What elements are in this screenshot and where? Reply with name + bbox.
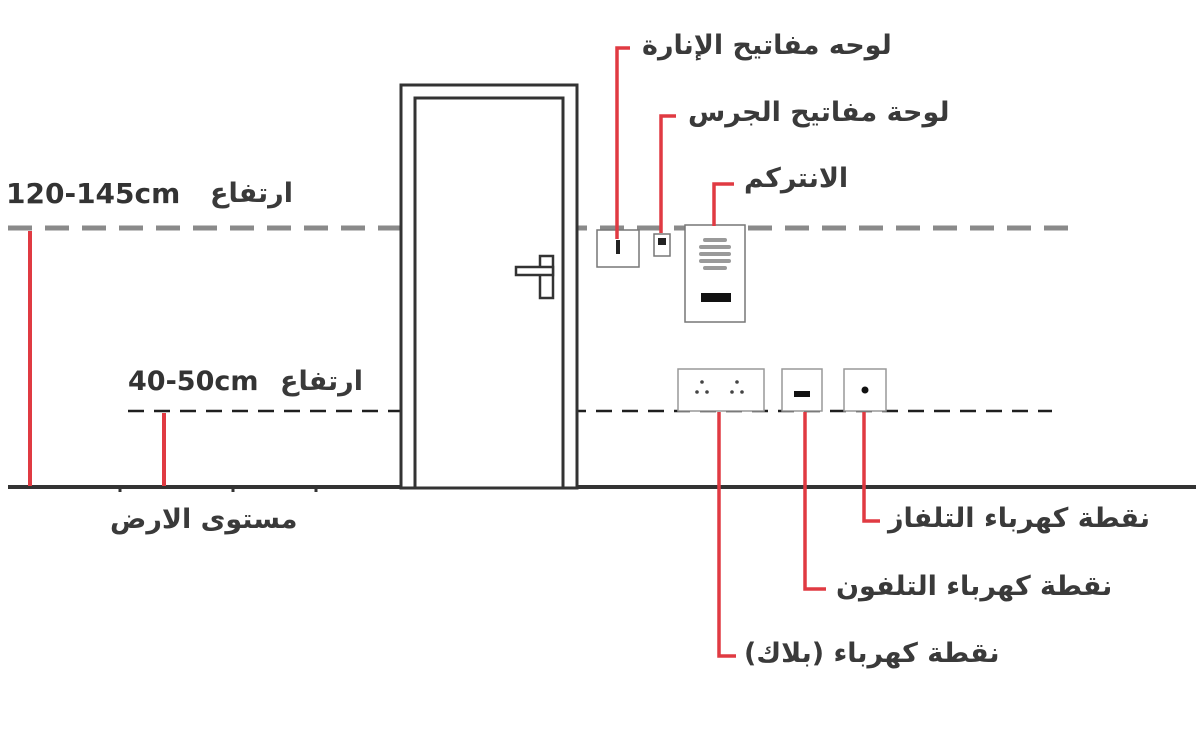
ground-level-label: مستوى الارض [110, 504, 298, 535]
door [399, 83, 579, 490]
door-handle-lever [514, 265, 555, 277]
leader-phone-outlet [803, 412, 826, 591]
phone-outlet-label: نقطة كهرباء التلفون [836, 571, 1113, 602]
leader-bell-switch [659, 114, 676, 233]
door-leaf [413, 96, 565, 490]
power-outlet-label: نقطة كهرباء (بلاك) [744, 638, 1000, 669]
intercom-label: الانتركم [744, 163, 849, 194]
lower-height-prefix: ارتفاع [280, 366, 363, 397]
phone-outlet [781, 368, 823, 412]
leader-power-outlet [717, 412, 736, 658]
power-outlet [677, 368, 765, 412]
door-handle-plate [538, 254, 555, 300]
tv-outlet [843, 368, 887, 412]
leader-tv-outlet [862, 412, 880, 523]
upper-height-value: 120-145cm [6, 177, 181, 210]
upper-height-prefix: ارتفاع [210, 178, 293, 209]
leader-intercom [712, 182, 734, 226]
light-switch-label: لوحه مفاتيح الإنارة [642, 30, 892, 61]
lower-height-value: 40-50cm [128, 366, 259, 397]
tv-outlet-label: نقطة كهرباء التلفاز [888, 503, 1150, 534]
leader-light-switch [615, 46, 630, 239]
bell-switch-label: لوحة مفاتيح الجرس [688, 97, 950, 128]
intercom-unit [684, 224, 746, 323]
leader-lines [615, 46, 880, 658]
bell-switch [653, 233, 671, 257]
